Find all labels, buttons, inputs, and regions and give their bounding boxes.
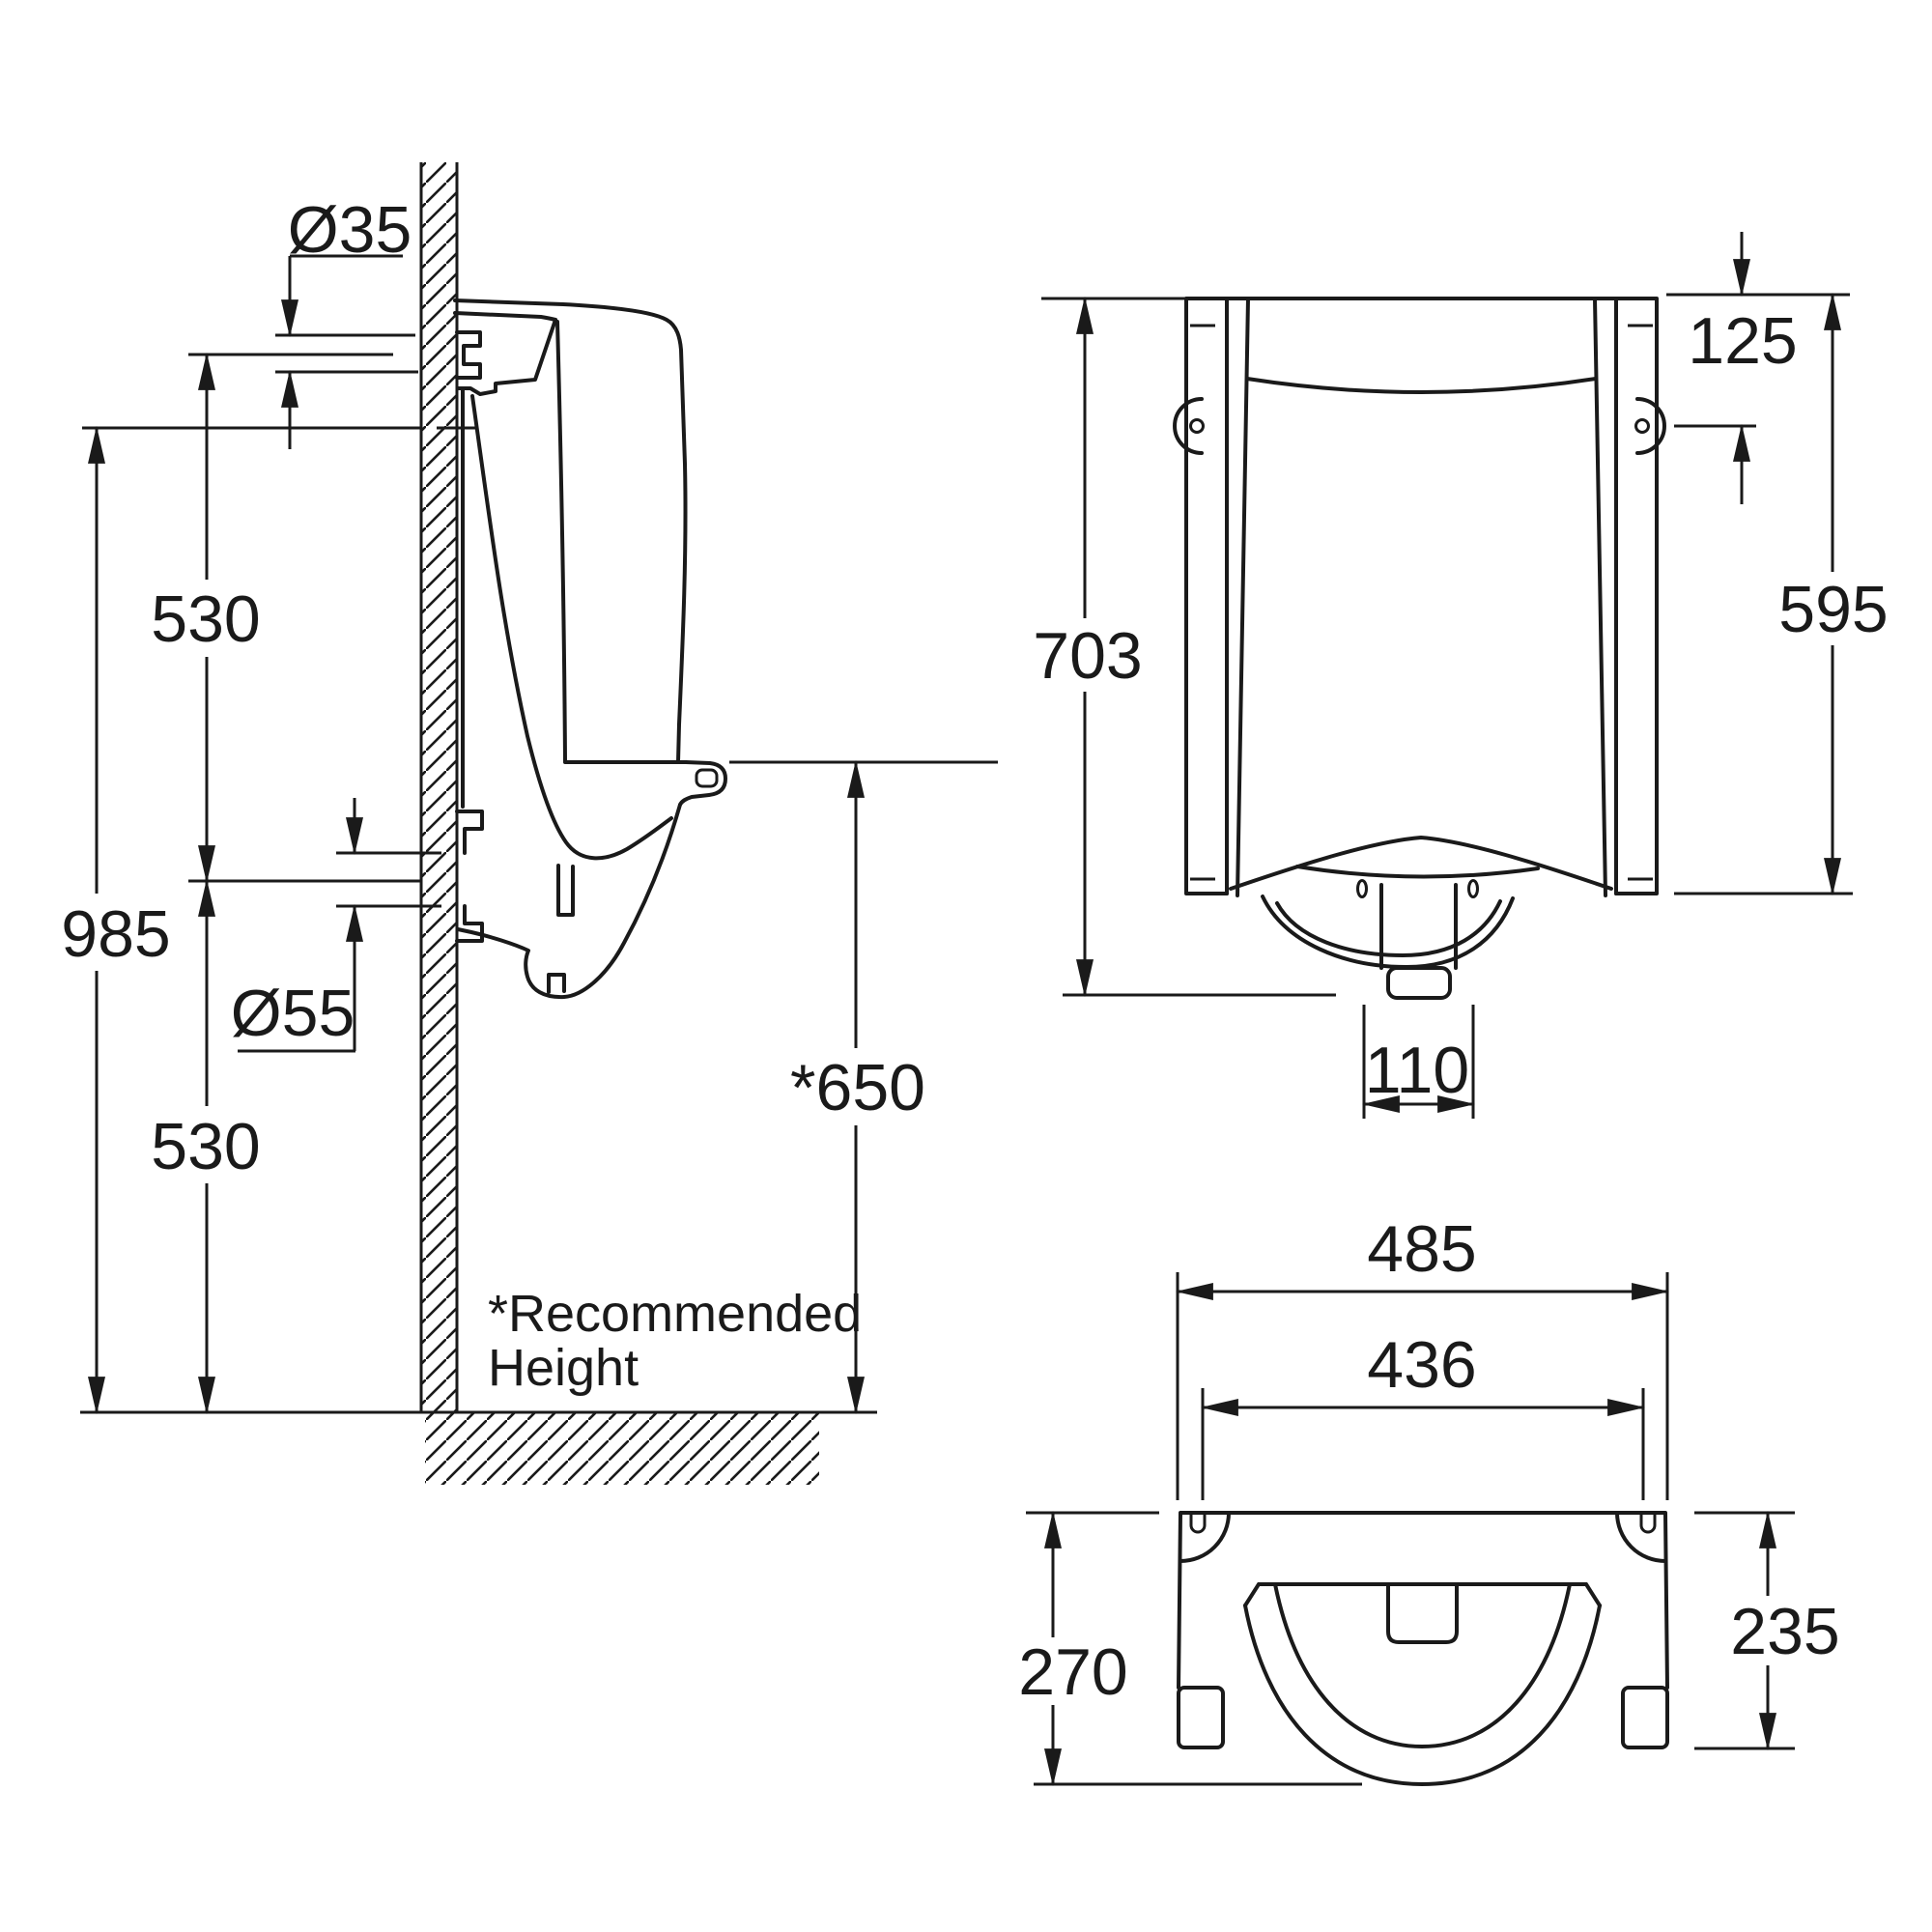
dim-label-inlet-diameter: Ø35: [288, 193, 412, 267]
dim-label-outlet-to-floor: 530: [151, 1110, 260, 1183]
side-drain-baffle: [556, 864, 575, 917]
front-rim-curve: [1245, 377, 1598, 394]
side-outlet-spud: [455, 810, 484, 943]
plan-foot-left: [1177, 1686, 1225, 1749]
side-trough-wall: [456, 318, 557, 396]
front-panel-edges: [1236, 297, 1607, 897]
dim-label-outlet-diameter: Ø55: [231, 977, 355, 1050]
plan-dimensions: 485 436 270 235: [1018, 1212, 1840, 1787]
plan-bowl-inner-curve: [1273, 1582, 1572, 1748]
plan-bowl-outer-curve: [1243, 1604, 1602, 1786]
front-mount-hole-right: [1634, 418, 1650, 434]
plan-bowl-back-edge: [1243, 1582, 1602, 1607]
dim-label-inner-width: 436: [1367, 1328, 1476, 1402]
dim-label-outlet-width: 110: [1365, 1034, 1469, 1107]
side-inner-front: [555, 320, 567, 763]
urinal-side-profile: [453, 298, 727, 1000]
front-flange-ticks: [1190, 324, 1653, 881]
side-rim-lip: [678, 760, 727, 807]
dim-label-body-depth: 235: [1730, 1595, 1839, 1668]
side-dimensions: Ø35 530 985 Ø55 530 *650 *Recommended H: [61, 193, 998, 1415]
front-spud-tip: [1386, 966, 1452, 1000]
plan-corner-bosses: [1179, 1511, 1667, 1563]
front-dimensions: 703 125 595 110: [1033, 232, 1889, 1119]
note-recommended-line2: Height: [488, 1339, 639, 1397]
side-lip-hole: [695, 768, 719, 788]
side-inlet-spud: [455, 330, 482, 380]
plan-foot-right: [1621, 1686, 1669, 1749]
front-fix-hole-left: [1356, 879, 1368, 898]
plan-view: 485 436 270 235: [1018, 1212, 1840, 1787]
dim-label-recommended-height: *650: [790, 1051, 925, 1124]
plan-extension-lines: [1026, 1272, 1795, 1786]
front-outlet-dome: [1261, 895, 1515, 969]
plan-corner-slots: [1189, 1513, 1657, 1534]
side-view: Ø35 530 985 Ø55 530 *650 *Recommended H: [61, 162, 998, 1485]
floor-hatch: [425, 1412, 819, 1485]
front-shell-lower-curve: [1295, 865, 1540, 879]
side-trough-top-inner: [453, 311, 557, 322]
dim-label-total-height: 703: [1033, 619, 1142, 693]
dim-label-rim-to-floor: 985: [61, 897, 170, 971]
side-underside-shell: [456, 803, 682, 1000]
wall-hatch: [421, 162, 457, 1412]
note-recommended-line1: *Recommended: [488, 1285, 862, 1343]
floor: [80, 1410, 877, 1485]
front-spud-sides: [1379, 883, 1458, 970]
plan-outer: [1177, 1511, 1669, 1690]
dim-label-top-to-hole: 125: [1688, 304, 1797, 378]
dim-label-overall-width: 485: [1367, 1212, 1476, 1286]
plan-spud: [1386, 1582, 1459, 1644]
front-mount-bosses: [1173, 397, 1666, 455]
front-flange-inner-edges: [1225, 297, 1618, 895]
side-inner-bowl: [470, 394, 673, 861]
dim-label-top-to-flange-bottom: 595: [1778, 573, 1888, 646]
dim-label-total-depth: 270: [1018, 1635, 1127, 1709]
front-mount-hole-left: [1189, 418, 1205, 434]
wall-edges: [419, 162, 459, 1412]
urinal-front-outline: [1173, 297, 1666, 1000]
front-view: 703 125 595 110: [1033, 232, 1889, 1119]
front-extension-lines: [1041, 293, 1853, 1119]
front-fix-hole-right: [1467, 879, 1479, 898]
urinal-plan-outline: [1177, 1511, 1669, 1786]
side-underside-notch: [547, 973, 566, 994]
front-outer: [1184, 297, 1659, 895]
side-outer-top-front: [453, 298, 688, 764]
wall: [419, 162, 459, 1412]
front-shell-curve: [1229, 836, 1613, 891]
dim-label-inlet-to-outlet: 530: [151, 582, 260, 656]
